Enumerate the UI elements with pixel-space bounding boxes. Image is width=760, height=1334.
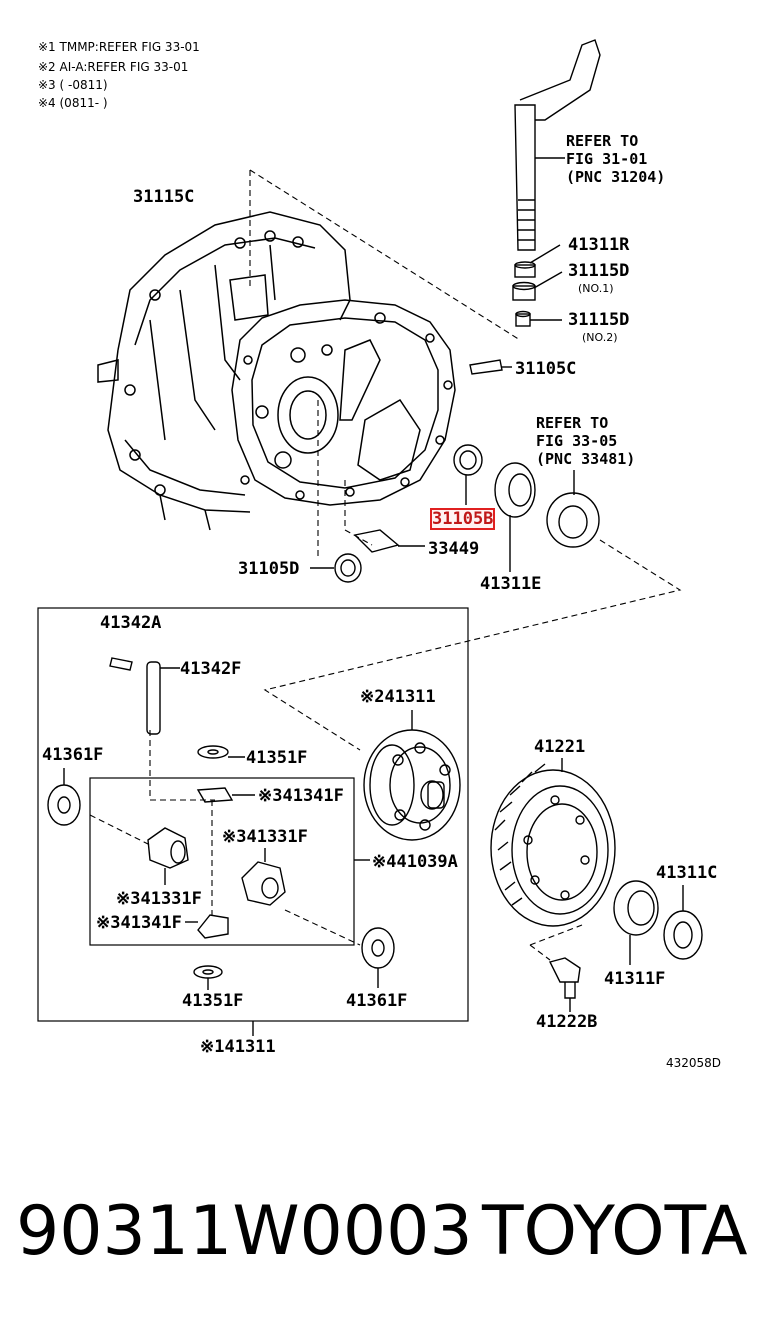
differential-case-drawing: [363, 710, 461, 841]
part-sublabel-no1: (NO.1): [578, 282, 614, 295]
figure-code: 432058D: [666, 1056, 722, 1070]
part-label-31105c[interactable]: 31105C: [515, 359, 577, 379]
part-label-41311r[interactable]: 41311R: [568, 235, 630, 255]
part-label-41311-diff-case[interactable]: ※241311: [360, 687, 436, 707]
part-label-31105b-highlighted[interactable]: 31105B: [429, 508, 496, 530]
ring-gear-drawing: [490, 758, 616, 927]
oil-seals-and-bushings: [469, 244, 563, 375]
part-label-41341f-top[interactable]: ※341341F: [258, 786, 344, 806]
part-label-41311-kit[interactable]: ※141311: [200, 1037, 276, 1057]
part-number-title: 90311W0003: [16, 1192, 473, 1271]
differential-internals: [47, 657, 395, 990]
part-label-41361f-right[interactable]: 41361F: [346, 991, 408, 1011]
transmission-case-drawing: [97, 211, 456, 531]
dashed-guide-lines: [89, 169, 682, 961]
part-sublabel-no2: (NO.2): [582, 331, 618, 344]
refer-note-fig-33-05: REFER TO FIG 33-05 (PNC 33481): [536, 414, 636, 468]
part-label-41221[interactable]: 41221: [534, 737, 586, 757]
part-label-41341f-bottom[interactable]: ※341341F: [96, 913, 182, 933]
bearing-and-bolt: [548, 880, 703, 1012]
part-label-41311c[interactable]: 41311C: [656, 863, 718, 883]
part-label-31115c[interactable]: 31115C: [133, 187, 195, 207]
footnote-2: ※2 AI-A:REFER FIG 33-01: [38, 60, 189, 74]
part-label-31115d-no1[interactable]: 31115D: [568, 261, 630, 281]
part-label-41039a[interactable]: ※441039A: [372, 852, 458, 872]
footnote-3: ※3 ( -0811): [38, 78, 108, 92]
part-label-41351f-top[interactable]: 41351F: [246, 748, 308, 768]
gear-subkit-box: [89, 777, 355, 946]
seals-and-bearings: [310, 444, 600, 583]
brand-title: TOYOTA: [482, 1192, 748, 1271]
part-label-31115d-no2[interactable]: 31115D: [568, 310, 630, 330]
shift-lever-drawing: [514, 39, 601, 251]
part-label-41222b[interactable]: 41222B: [536, 1012, 598, 1032]
part-label-41331f-right[interactable]: ※341331F: [222, 827, 308, 847]
part-label-31105d[interactable]: 31105D: [238, 559, 300, 579]
part-label-41342a[interactable]: 41342A: [100, 613, 162, 633]
footnote-4: ※4 (0811- ): [38, 96, 108, 110]
part-label-33449[interactable]: 33449: [428, 539, 480, 559]
part-label-41311f[interactable]: 41311F: [604, 969, 666, 989]
differential-kit-box: [37, 607, 469, 1022]
part-label-41311e[interactable]: 41311E: [480, 574, 542, 594]
footnote-1: ※1 TMMP:REFER FIG 33-01: [38, 40, 200, 54]
part-label-41351f-bottom[interactable]: 41351F: [182, 991, 244, 1011]
refer-note-fig-31-01: REFER TO FIG 31-01 (PNC 31204): [566, 132, 666, 186]
part-label-41342f[interactable]: 41342F: [180, 659, 242, 679]
part-label-41361f-left[interactable]: 41361F: [42, 745, 104, 765]
part-label-41331f-left[interactable]: ※341331F: [116, 889, 202, 909]
